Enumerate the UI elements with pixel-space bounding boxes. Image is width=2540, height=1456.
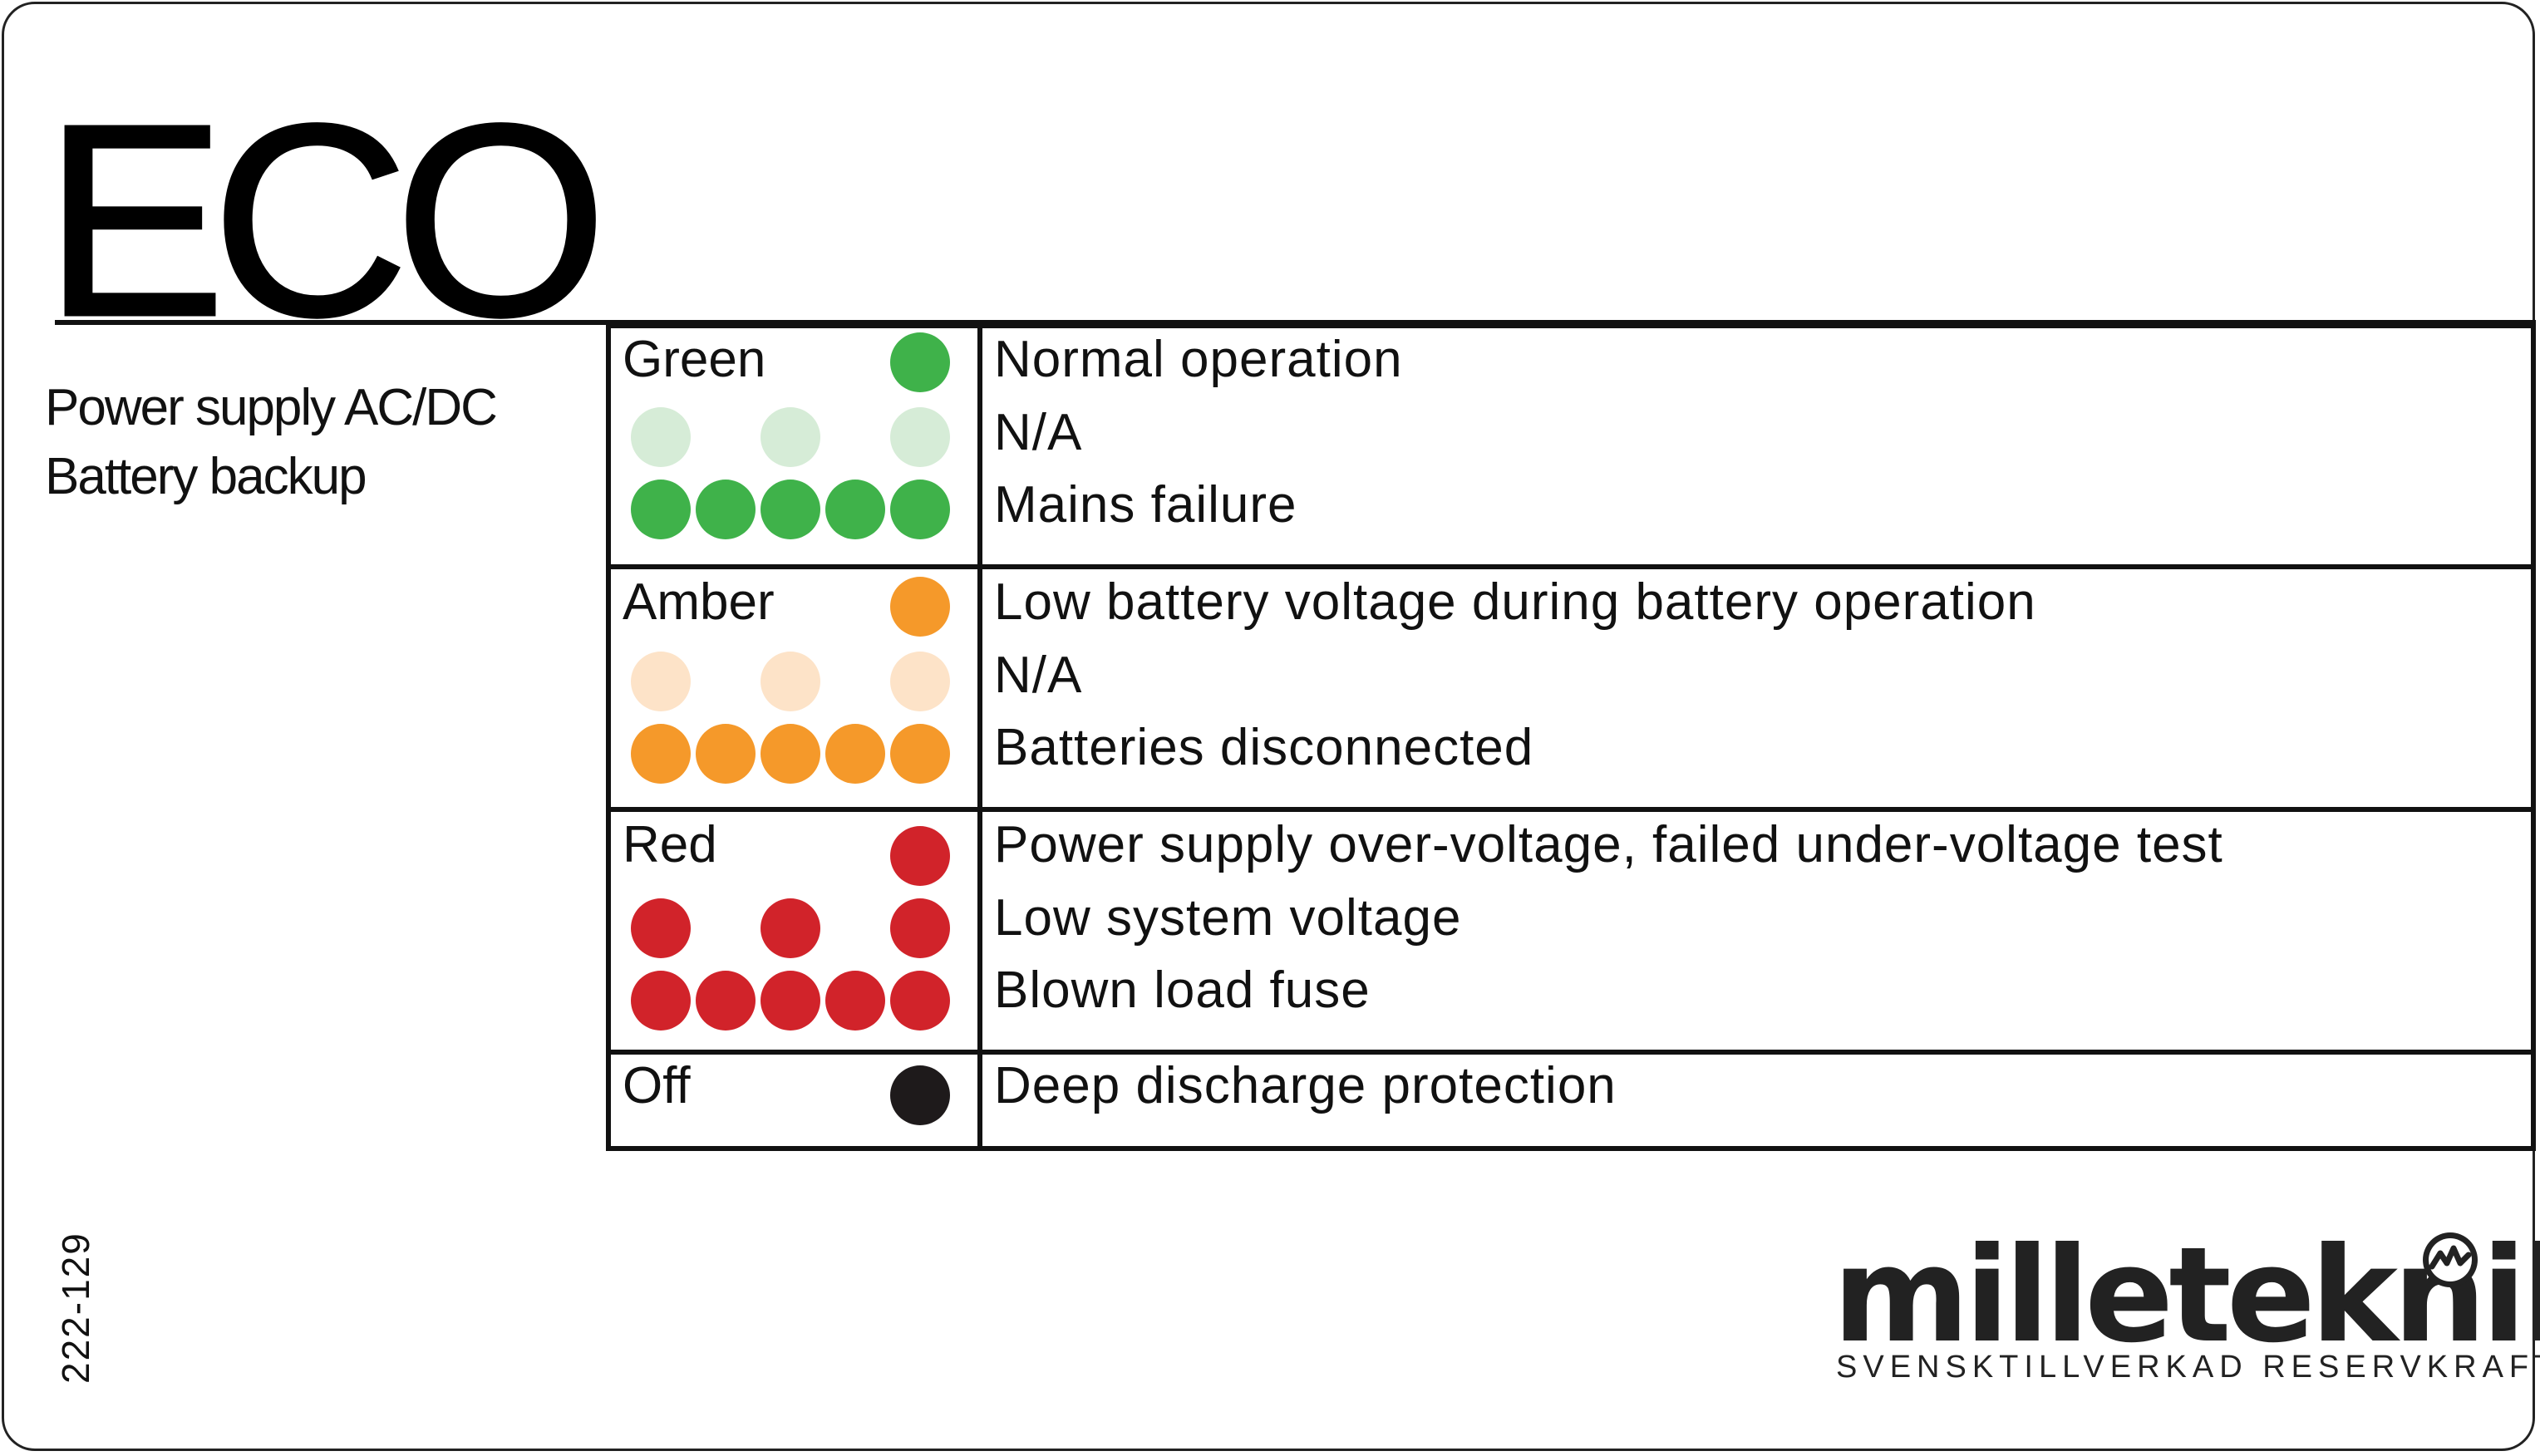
logo-wordmark: milleteknik (1833, 1219, 2540, 1372)
led-dot (631, 480, 691, 539)
led-dot (890, 971, 950, 1031)
desc-amber-fast-flash: Batteries disconnected (994, 719, 1534, 776)
logo-mark-icon (2423, 1232, 2478, 1287)
led-dot (890, 480, 950, 539)
desc-red-fast-flash: Blown load fuse (994, 962, 1371, 1019)
logo-tagline: SVENSKTILLVERKAD RESERVKRAFT (1836, 1350, 2540, 1385)
status-table (606, 323, 2536, 1151)
row-divider (606, 807, 2536, 812)
led-dot (890, 1065, 950, 1125)
led-dot (761, 652, 820, 711)
row-divider (606, 564, 2536, 569)
led-dot (631, 898, 691, 958)
subtitle-line-2: Battery backup (45, 448, 367, 505)
row-label-off: Off (623, 1057, 691, 1114)
led-dot (631, 971, 691, 1031)
row-label-green: Green (623, 331, 766, 388)
led-dot (631, 724, 691, 784)
led-dot (761, 898, 820, 958)
led-dot (761, 971, 820, 1031)
led-dot (696, 971, 756, 1031)
led-dot (890, 407, 950, 467)
led-dot (761, 407, 820, 467)
desc-red-slow-flash: Low system voltage (994, 889, 1462, 947)
led-dot (696, 724, 756, 784)
row-label-red: Red (623, 816, 717, 873)
desc-amber-steady: Low battery voltage during battery opera… (994, 573, 2036, 631)
led-dot (890, 826, 950, 886)
led-dot (696, 480, 756, 539)
desc-green-steady: Normal operation (994, 331, 1403, 388)
row-divider (606, 1050, 2536, 1055)
subtitle-line-1: Power supply AC/DC (45, 379, 498, 436)
desc-off: Deep discharge protection (994, 1057, 1617, 1114)
led-dot (825, 480, 885, 539)
led-dot (825, 971, 885, 1031)
desc-amber-slow-flash: N/A (994, 647, 1083, 704)
led-dot (890, 724, 950, 784)
led-dot (761, 480, 820, 539)
milleteknik-logo: milleteknik SVENSKTILLVERKAD RESERVKRAFT (1833, 1230, 2540, 1396)
desc-green-slow-flash: N/A (994, 404, 1083, 461)
desc-green-fast-flash: Mains failure (994, 476, 1297, 534)
led-dot (890, 898, 950, 958)
product-code: 222-129 (54, 1232, 97, 1384)
row-label-amber: Amber (623, 573, 775, 631)
table-column-divider (977, 323, 982, 1151)
led-dot (890, 577, 950, 637)
desc-red-steady: Power supply over-voltage, failed under-… (994, 816, 2223, 873)
led-dot (631, 407, 691, 467)
led-dot (761, 724, 820, 784)
led-dot (631, 652, 691, 711)
page-title: ECO (42, 66, 608, 373)
led-dot (825, 724, 885, 784)
title-divider (55, 320, 2536, 325)
led-dot (890, 652, 950, 711)
led-dot (890, 332, 950, 392)
